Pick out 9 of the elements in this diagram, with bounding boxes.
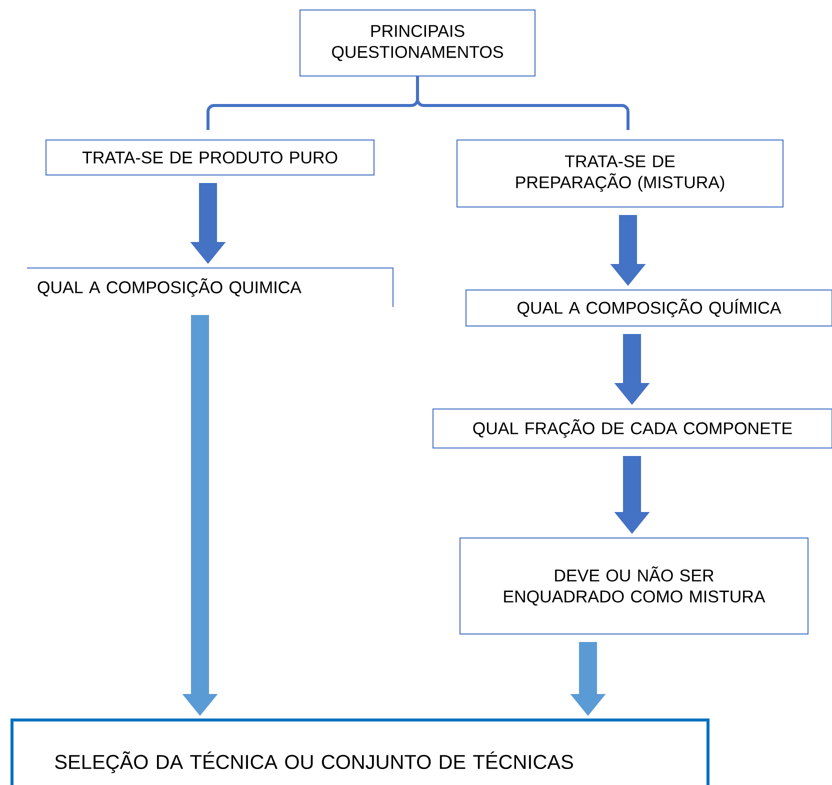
process-box: QUAL FRAÇÃO DE CADA COMPONETE bbox=[432, 408, 832, 448]
result-box: SELEÇÃO DA TÉCNICA OU CONJUNTO DE TÉCNICAS bbox=[10, 718, 710, 785]
process-box: QUAL A COMPOSIÇÃO QUIMICA bbox=[26, 268, 394, 308]
process-box: QUAL A COMPOSIÇÃO QUÍMICA bbox=[466, 290, 832, 326]
process-box: TRATA-SE DE PREPARAÇÃO (MISTURA) bbox=[456, 140, 784, 208]
process-box: TRATA-SE DE PRODUTO PURO bbox=[46, 140, 374, 176]
bracket-connector bbox=[416, 76, 630, 130]
process-box: PRINCIPAIS QUESTIONAMENTOS bbox=[300, 10, 536, 76]
process-box: DEVE OU NÃO SER ENQUADRADO COMO MISTURA bbox=[460, 538, 808, 634]
